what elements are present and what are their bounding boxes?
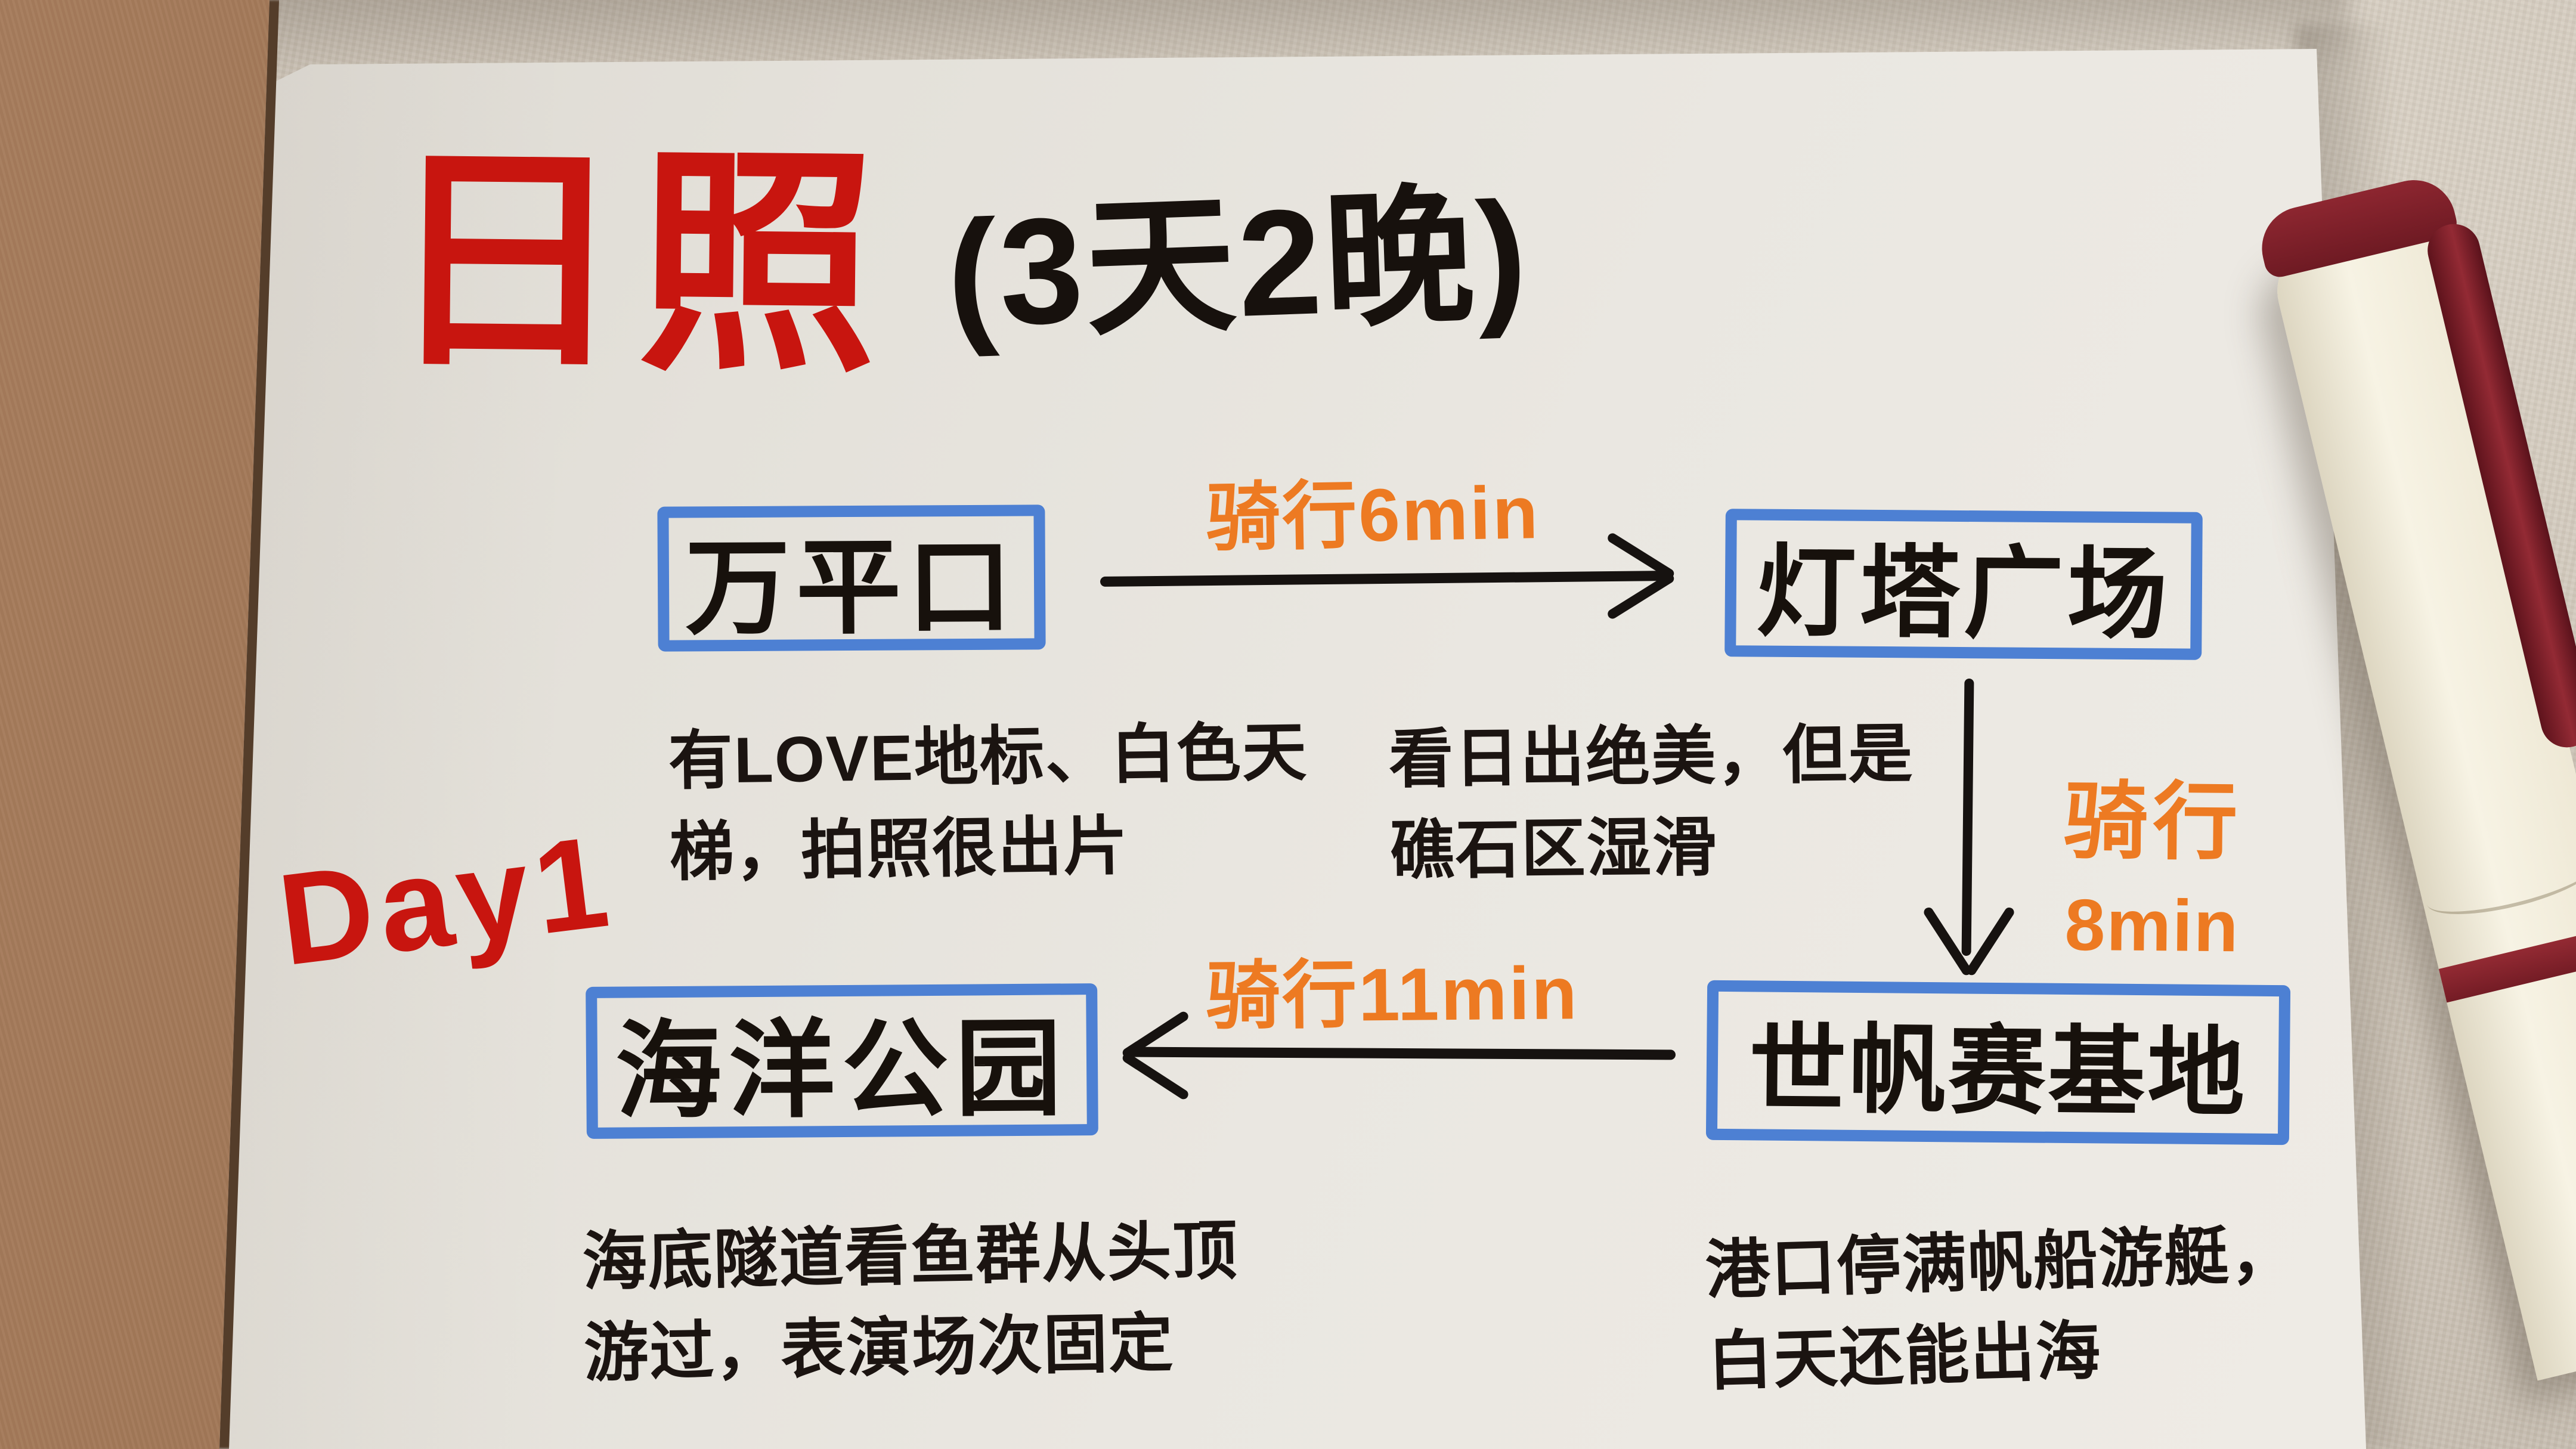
note-line: 礁石区湿滑 [1389,811,1719,887]
note-shifansai: 港口停满帆船游艇， 白天还能出海 [1704,1208,2299,1407]
note-line: 看日出绝美，但是 [1388,717,1914,795]
page-title: 日照 [385,127,891,400]
edge-label-cycling-6min: 骑行6min [1205,451,1540,565]
arrow-shifansai-to-haiyang [1128,1046,1676,1060]
note-line: 海底隧道看鱼群从头顶 [581,1214,1239,1298]
edge-time: 8min [2064,884,2240,967]
note-line: 白天还能出海 [1707,1314,2103,1398]
flow-node-haiyang-gongyuan: 海洋公园 [586,983,1098,1139]
day-label: Day1 [271,808,621,993]
flow-node-label: 海洋公园 [615,1009,1069,1131]
arrow-dengta-to-shifansai [1961,678,1974,956]
edge-label-cycling-8min: 骑行 8min [2044,751,2261,968]
edge-mode: 骑行 [1205,953,1359,1038]
edge-time: 11min [1358,952,1580,1037]
note-wanpingkou: 有LOVE地标、白色天 梯，拍照很出片 [668,707,1309,899]
flow-node-label: 世帆赛基地 [1748,1014,2248,1128]
flow-node-shifansai-jidi: 世帆赛基地 [1705,980,2291,1145]
flow-node-wanpingkou: 万平口 [657,504,1046,652]
arrow-wanpingkou-to-dengta [1100,571,1667,587]
flow-node-label: 万平口 [685,528,1018,648]
note-line: 游过，表演场次固定 [583,1306,1175,1389]
edge-label-cycling-11min: 骑行11min [1205,932,1580,1043]
flow-node-dengta-guangchang: 灯塔广场 [1724,509,2203,660]
edge-time: 6min [1358,471,1541,558]
flow-node-label: 灯塔广场 [1755,535,2172,651]
note-haiyang: 海底隧道看鱼群从头顶 游过，表演场次固定 [581,1205,1240,1399]
arrowhead-left-icon [1120,1051,1190,1101]
note-dengta: 看日出绝美，但是 礁石区湿滑 [1388,708,1915,896]
edge-label-cycling-bottom-clipped: 骑行11min [1202,1429,1624,1449]
page-title-duration: (3天2晚) [944,171,1532,358]
arrowhead-down-icon [1965,905,2016,977]
edge-mode: 骑行 [2063,773,2243,871]
note-line: 梯，拍照很出片 [669,810,1129,888]
note-line: 有LOVE地标、白色天 [668,716,1308,797]
note-line: 港口停满帆船游艇， [1704,1218,2297,1306]
edge-mode: 骑行 [1205,474,1360,560]
